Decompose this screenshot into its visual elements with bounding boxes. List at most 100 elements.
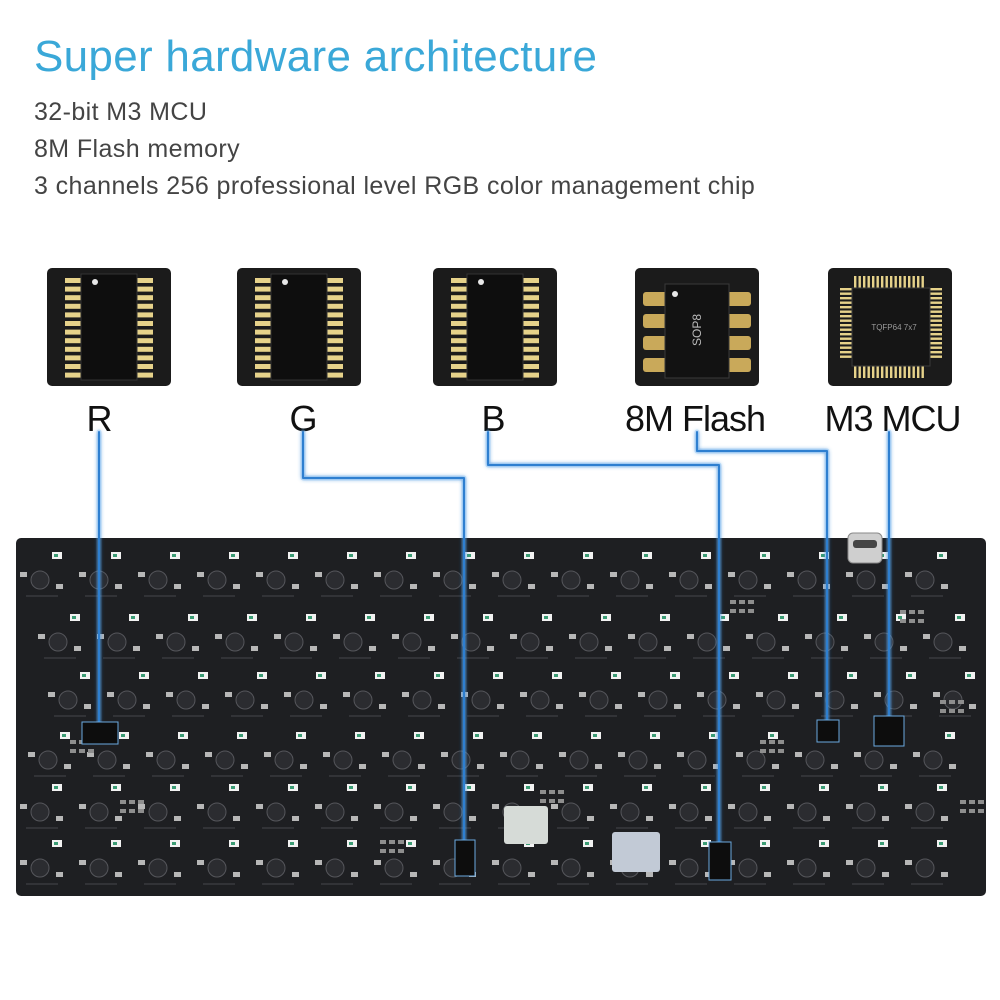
switch-hole — [915, 858, 935, 878]
pcb-chip-flash — [816, 719, 840, 743]
soic-chip-icon — [65, 273, 153, 381]
pcb-chip-g — [454, 839, 476, 877]
switch-hole — [738, 802, 758, 822]
switch-hole — [176, 690, 196, 710]
switch-hole — [48, 632, 68, 652]
switch-hole — [797, 570, 817, 590]
trace-g — [302, 431, 465, 851]
switch-hole — [738, 570, 758, 590]
switch-hole — [697, 632, 717, 652]
switch-hole — [687, 750, 707, 770]
switch-hole — [402, 632, 422, 652]
switch-hole — [207, 858, 227, 878]
switch-hole — [392, 750, 412, 770]
chip-g-image — [237, 268, 361, 386]
chip-mcu-image: TQFP64 7x7 — [828, 268, 952, 386]
pcb-components — [20, 552, 984, 885]
switch-hole — [923, 750, 943, 770]
tqfp-marking: TQFP64 7x7 — [871, 323, 917, 332]
switch-hole — [353, 690, 373, 710]
switch-hole — [805, 750, 825, 770]
wireless-module-icon — [504, 806, 548, 844]
switch-hole — [856, 858, 876, 878]
switch-hole — [679, 858, 699, 878]
sop8-marking: SOP8 — [690, 314, 704, 346]
chip-r-image — [47, 268, 171, 386]
switch-hole — [707, 690, 727, 710]
switch-hole — [569, 750, 589, 770]
pcb-chip-r — [81, 721, 119, 745]
pcb-chip-b — [708, 841, 732, 881]
switch-hole — [266, 570, 286, 590]
switch-hole — [207, 570, 227, 590]
switch-hole — [225, 632, 245, 652]
switch-hole — [502, 858, 522, 878]
switch-hole — [384, 570, 404, 590]
switch-hole — [156, 750, 176, 770]
wireless-module-icon — [612, 832, 660, 872]
switch-hole — [561, 802, 581, 822]
chip-label-b: B — [481, 398, 505, 439]
switch-hole — [38, 750, 58, 770]
switch-hole — [864, 750, 884, 770]
chip-label-flash: 8M Flash — [624, 398, 766, 439]
switch-hole — [148, 802, 168, 822]
switch-hole — [325, 802, 345, 822]
switch-hole — [797, 858, 817, 878]
switch-hole — [443, 802, 463, 822]
switch-hole — [274, 750, 294, 770]
switch-hole — [215, 750, 235, 770]
switch-hole — [266, 858, 286, 878]
switch-hole — [579, 632, 599, 652]
switch-hole — [915, 802, 935, 822]
switch-hole — [933, 632, 953, 652]
spec-line-mcu: 32-bit M3 MCU — [34, 98, 208, 126]
switch-hole — [443, 570, 463, 590]
switch-hole — [638, 632, 658, 652]
switch-hole — [746, 750, 766, 770]
switch-hole — [97, 750, 117, 770]
chip-flash-image: SOP8 — [635, 268, 759, 386]
switch-hole — [520, 632, 540, 652]
switch-hole — [766, 690, 786, 710]
switch-hole — [756, 632, 776, 652]
switch-hole — [325, 570, 345, 590]
switch-hole — [30, 802, 50, 822]
tqfp-chip-icon: TQFP64 7x7 — [840, 276, 942, 378]
switch-hole — [561, 570, 581, 590]
switch-hole — [107, 632, 127, 652]
switch-hole — [384, 858, 404, 878]
chip-label-mcu: M3 MCU — [824, 398, 962, 439]
switch-hole — [620, 802, 640, 822]
switch-hole — [207, 802, 227, 822]
switch-hole — [284, 632, 304, 652]
switch-hole — [856, 802, 876, 822]
switch-hole — [148, 570, 168, 590]
switch-hole — [856, 570, 876, 590]
trace-b — [487, 431, 720, 853]
switch-hole — [89, 858, 109, 878]
switch-hole — [451, 750, 471, 770]
switch-hole — [471, 690, 491, 710]
sop8-chip-icon: SOP8 — [643, 283, 751, 379]
switch-hole — [333, 750, 353, 770]
soic-chip-icon — [255, 273, 343, 381]
switch-hole — [148, 858, 168, 878]
keyboard-pcb — [16, 538, 986, 896]
soic-chip-icon — [451, 273, 539, 381]
switch-hole — [343, 632, 363, 652]
switch-hole — [530, 690, 550, 710]
spec-line-flash: 8M Flash memory — [34, 135, 241, 163]
trace-flash — [696, 431, 828, 727]
switch-hole — [117, 690, 137, 710]
switch-hole — [266, 802, 286, 822]
switch-hole — [325, 858, 345, 878]
switch-hole — [620, 570, 640, 590]
switch-hole — [648, 690, 668, 710]
switch-hole — [679, 570, 699, 590]
switch-hole — [294, 690, 314, 710]
switch-hole — [589, 690, 609, 710]
switch-hole — [815, 632, 835, 652]
switch-hole — [915, 570, 935, 590]
